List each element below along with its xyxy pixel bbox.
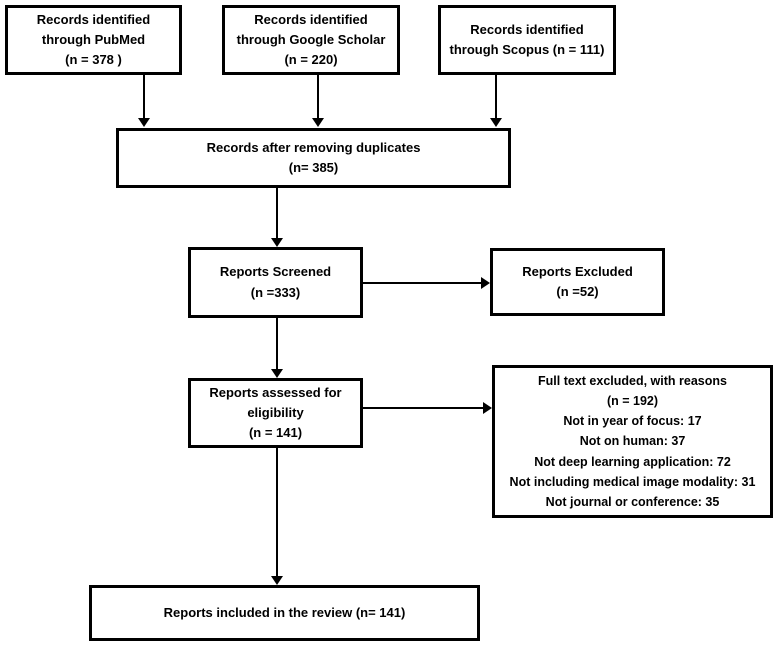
box-text-line: (n= 385) bbox=[288, 160, 339, 175]
arrow-google-to-duplicates-head bbox=[312, 118, 324, 127]
box-text-line: Not deep learning application: 72 bbox=[534, 454, 731, 469]
arrow-screened-to-excluded-line bbox=[363, 282, 482, 284]
box-reports-screened: Reports Screened (n =333) bbox=[188, 247, 363, 318]
box-reports-excluded: Reports Excluded (n =52) bbox=[490, 248, 665, 316]
box-text-line: eligibility bbox=[247, 404, 304, 420]
arrow-google-to-duplicates-line bbox=[317, 75, 319, 119]
box-text-line: Not on human: 37 bbox=[579, 434, 686, 449]
box-records-google-scholar: Records identified through Google Schola… bbox=[222, 5, 400, 75]
box-text-line: Records identified bbox=[470, 21, 584, 37]
box-text-line: (n = 378 ) bbox=[65, 52, 122, 68]
box-fulltext-excluded: Full text excluded, with reasons (n = 19… bbox=[492, 365, 773, 518]
box-text-line: Reports Screened bbox=[219, 264, 332, 280]
box-text-line: (n = 192) bbox=[606, 393, 659, 408]
box-text-line: through Scopus (n = 111) bbox=[449, 42, 605, 57]
box-text-line: Not journal or conference: 35 bbox=[545, 495, 720, 510]
box-records-pubmed: Records identified through PubMed (n = 3… bbox=[5, 5, 182, 75]
arrow-duplicates-to-screened-line bbox=[276, 188, 278, 238]
arrow-screened-to-assessed-head bbox=[271, 369, 283, 378]
box-text-line: (n = 220) bbox=[284, 52, 338, 68]
box-duplicates-removed: Records after removing duplicates (n= 38… bbox=[116, 128, 511, 188]
box-text-line: Full text excluded, with reasons bbox=[538, 373, 727, 388]
box-text-line: Not in year of focus: 17 bbox=[563, 414, 702, 429]
box-text-line: Records identified bbox=[254, 11, 368, 27]
arrow-pubmed-to-duplicates-line bbox=[143, 75, 145, 119]
arrow-assessed-to-included-head bbox=[271, 576, 283, 585]
box-text-line: Records after removing duplicates bbox=[206, 139, 421, 155]
box-text-line: Reports assessed for bbox=[209, 384, 342, 400]
box-text-line: through Google Scholar bbox=[236, 31, 386, 47]
box-text-line: (n =333) bbox=[250, 284, 301, 300]
arrow-assessed-to-fulltext-line bbox=[363, 407, 484, 409]
box-text-line: (n = 141) bbox=[248, 425, 303, 441]
box-included-review: Reports included in the review (n= 141) bbox=[89, 585, 480, 641]
box-text-line: (n =52) bbox=[556, 284, 599, 299]
box-assessed-eligibility: Reports assessed for eligibility (n = 14… bbox=[188, 378, 363, 448]
arrow-scopus-to-duplicates-head bbox=[490, 118, 502, 127]
box-text-line: through PubMed bbox=[41, 31, 146, 47]
box-text-line: Not including medical image modality: 31 bbox=[509, 474, 756, 489]
box-text-line: Records identified bbox=[36, 11, 151, 27]
box-text-line: Reports Excluded bbox=[522, 263, 633, 279]
arrow-screened-to-excluded-head bbox=[481, 277, 490, 289]
arrow-scopus-to-duplicates-line bbox=[495, 75, 497, 119]
box-text-line: Reports included in the review (n= 141) bbox=[163, 604, 406, 620]
arrow-duplicates-to-screened-head bbox=[271, 238, 283, 247]
arrow-assessed-to-included-line bbox=[276, 448, 278, 576]
arrow-pubmed-to-duplicates-head bbox=[138, 118, 150, 127]
box-records-scopus: Records identified through Scopus (n = 1… bbox=[438, 5, 616, 75]
arrow-screened-to-assessed-line bbox=[276, 318, 278, 369]
arrow-assessed-to-fulltext-head bbox=[483, 402, 492, 414]
